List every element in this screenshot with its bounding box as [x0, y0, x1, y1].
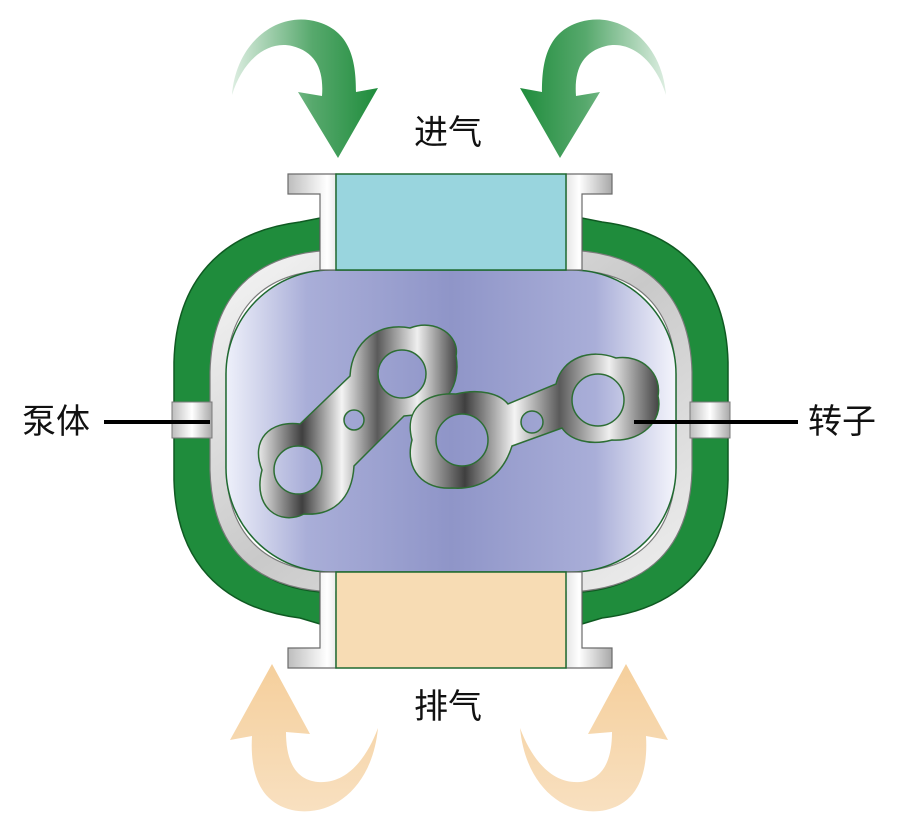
rotor-left: [257, 324, 458, 519]
rotor-right: [409, 353, 660, 489]
exhaust-port: [287, 571, 613, 669]
intake-port: [287, 173, 613, 271]
exhaust-arrow-right: [520, 664, 668, 812]
intake-arrow-right: [520, 19, 666, 159]
exhaust-arrows: [230, 664, 668, 812]
exhaust-port-opening: [335, 571, 567, 669]
intake-arrows: [232, 19, 666, 159]
intake-label: 进气: [414, 113, 482, 153]
intake-port-opening: [335, 173, 567, 271]
rotors: [257, 324, 660, 519]
exhaust-label: 排气: [414, 687, 482, 727]
rotor-label: 转子: [808, 402, 876, 442]
intake-arrow-left: [232, 19, 378, 159]
exhaust-arrow-left: [230, 664, 378, 812]
pump-chamber: [225, 269, 677, 573]
pump-body: [171, 217, 731, 626]
pump-body-label: 泵体: [22, 402, 90, 442]
